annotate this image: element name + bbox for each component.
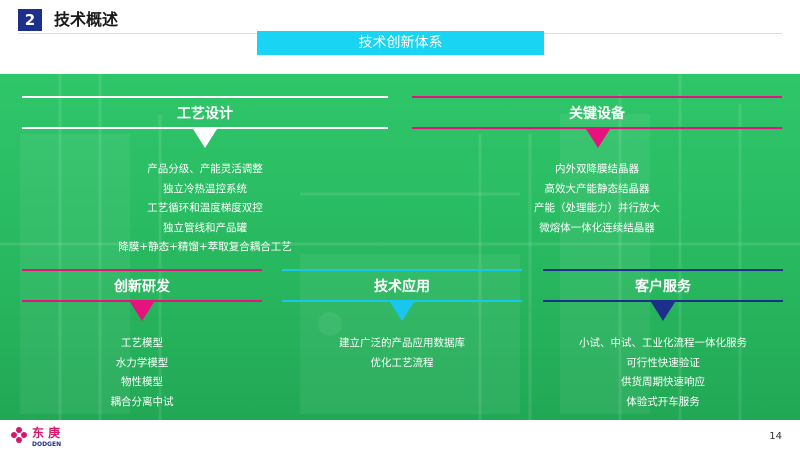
process-design-item: 产品分级、产能灵活调整 <box>147 163 263 175</box>
key-equipment-item: 产能（处理能力）并行放大 <box>534 202 660 214</box>
process-design-item: 独立管线和产品罐 <box>163 221 247 234</box>
innovation-rd-item: 工艺模型 <box>121 337 163 349</box>
tech-application-item: 优化工艺流程 <box>370 356 434 369</box>
tech-application-line <box>282 269 522 271</box>
process-design-marker-icon <box>193 129 217 148</box>
process-design-item: 工艺循环和温度梯度双控 <box>147 202 263 214</box>
customer-service-item: 供货周期快速响应 <box>621 376 705 388</box>
logo-text: 东 庚 <box>32 425 60 440</box>
key-equipment-line-lower <box>412 127 782 129</box>
logo-subtext: DODGEN <box>32 441 61 448</box>
process-design-title: 工艺设计 <box>177 106 233 122</box>
customer-service-marker-icon <box>651 302 675 321</box>
customer-service-line-lower <box>543 300 783 302</box>
dodgen-logo: 东 庚 DODGEN <box>11 425 61 448</box>
key-equipment-item: 内外双降膜结晶器 <box>555 163 639 175</box>
banner-title: 技术创新体系 <box>257 31 544 55</box>
innovation-rd-line-lower <box>22 300 262 302</box>
innovation-rd-item: 耦合分离中试 <box>110 395 174 408</box>
customer-service-item: 体验式开车服务 <box>626 395 700 408</box>
key-equipment-marker-icon <box>586 129 610 148</box>
customer-service-title: 客户服务 <box>635 279 691 295</box>
process-design-line <box>22 96 388 98</box>
innovation-rd-title: 创新研发 <box>114 279 170 295</box>
innovation-rd-line <box>22 269 262 271</box>
process-design-line-lower <box>22 127 388 129</box>
customer-service-item: 可行性快速验证 <box>626 356 700 369</box>
customer-service-item: 小试、中试、工业化流程一体化服务 <box>579 337 747 349</box>
process-design-item: 独立冷热温控系统 <box>163 182 247 195</box>
key-equipment-item: 高效大产能静态结晶器 <box>544 182 650 195</box>
content-panel: 工艺设计 关键设备 创新研发 技术应用 客户服务 产品分级、产能灵活调整独立冷热… <box>0 74 800 420</box>
tech-application-line-lower <box>282 300 522 302</box>
innovation-rd-marker-icon <box>130 302 154 321</box>
page-number: 14 <box>769 431 782 442</box>
industrial-background-illustration <box>0 74 800 420</box>
process-design-item: 降膜+静态+精馏+萃取复合耦合工艺 <box>118 241 292 253</box>
tech-application-marker-icon <box>390 302 414 321</box>
section-number-badge: 2 <box>18 9 42 31</box>
tech-application-title: 技术应用 <box>374 279 430 295</box>
tech-application-item: 建立广泛的产品应用数据库 <box>339 337 465 349</box>
key-equipment-title: 关键设备 <box>569 106 625 122</box>
innovation-rd-item: 水力学模型 <box>115 356 169 369</box>
customer-service-line <box>543 269 783 271</box>
key-equipment-item: 微熔体一体化连续结晶器 <box>539 221 655 234</box>
key-equipment-line <box>412 96 782 98</box>
innovation-rd-item: 物性模型 <box>121 376 163 388</box>
section-title: 技术概述 <box>54 10 119 29</box>
